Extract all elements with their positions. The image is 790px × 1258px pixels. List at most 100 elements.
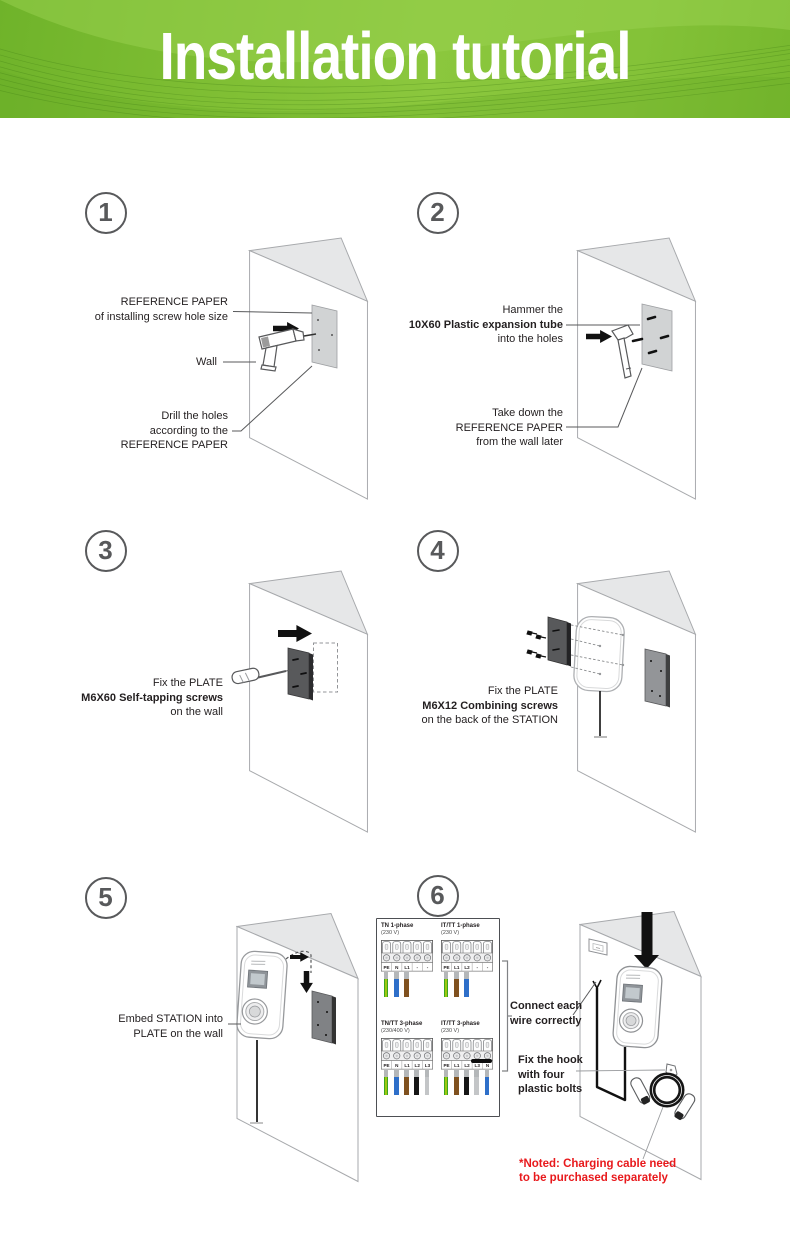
step-6-badge: 6 — [416, 874, 459, 917]
wall-plate-drawing — [644, 648, 670, 708]
svg-text:N: N — [395, 1062, 399, 1067]
step-6-illustration — [502, 910, 702, 1181]
label-line: on the back of the STATION — [421, 714, 558, 727]
wire — [393, 972, 399, 997]
step-4-number: 4 — [430, 535, 445, 565]
label-line: REFERENCE PAPER — [120, 296, 228, 308]
wiring-voltage: (230 V) — [441, 930, 460, 936]
plate-drawing — [287, 647, 313, 701]
wire-row — [441, 1070, 493, 1096]
screw-hole-dots — [598, 633, 625, 676]
step-2-badge: 2 — [416, 191, 459, 234]
svg-text:L3: L3 — [425, 1062, 431, 1067]
reference-paper-drawing — [311, 304, 338, 369]
header-banner: Installation tutorial — [0, 0, 790, 118]
label-line-bold: wire correctly — [510, 1014, 582, 1027]
step-3-badge: 3 — [84, 529, 127, 572]
svg-text:-: - — [416, 964, 418, 969]
wire-row — [441, 972, 493, 998]
svg-text:-: - — [476, 964, 478, 969]
take-down-paper-label: Take down the REFERENCE PAPER from the w… — [456, 406, 563, 450]
station-cable-drawing — [594, 691, 607, 738]
note-leader-line — [642, 1106, 664, 1160]
svg-text:L1: L1 — [404, 964, 410, 969]
label-line: Drill the holes — [161, 410, 228, 422]
wire — [424, 1070, 430, 1095]
combining-plate-drawing — [547, 616, 571, 667]
embed-station-label: Embed STATION into PLATE on the wall — [118, 1012, 223, 1041]
screwdriver-drawing — [231, 667, 293, 685]
station-drawing — [612, 965, 663, 1049]
step-3-panel: 3 Fix the P — [60, 515, 390, 845]
step-5-panel: 5 — [60, 855, 390, 1205]
svg-text:L2: L2 — [415, 1062, 421, 1067]
label-line: Wall — [196, 356, 217, 368]
label-line: from the wall later — [476, 436, 563, 449]
wire — [474, 1070, 479, 1095]
leader-lines — [223, 311, 313, 432]
drill-holes-dots — [317, 319, 333, 351]
station-cable-drawing — [250, 1040, 263, 1124]
fix-plate-station-label: Fix the PLATE M6X12 Combining screws on … — [421, 684, 558, 728]
label-line: REFERENCE PAPER — [455, 421, 563, 434]
step-6-number: 6 — [430, 880, 445, 910]
label-line: on the wall — [170, 706, 223, 719]
fix-plate-label: Fix the PLATE M6X60 Self-tapping screws … — [81, 676, 223, 720]
wiring-title: IT/TT 1-phase — [441, 923, 480, 929]
wire — [404, 1070, 409, 1095]
step-5-badge: 5 — [84, 876, 127, 919]
svg-text:N: N — [395, 964, 399, 969]
svg-text:L1: L1 — [454, 1062, 460, 1067]
wire — [393, 1070, 399, 1095]
expansion-tubes-drawing — [631, 315, 670, 355]
label-line-bold: M6X60 Self-tapping screws — [81, 691, 223, 704]
wall-label: Wall — [196, 355, 217, 370]
movement-dashed-path — [285, 950, 312, 973]
wall-drawing — [577, 237, 696, 500]
note-line: *Noted: Charging cable need — [519, 1158, 677, 1170]
step-5-illustration — [228, 912, 359, 1183]
note-line: to be purchased separately — [519, 1171, 668, 1184]
wall-drawing — [249, 570, 368, 833]
wiring-title: IT/TT 3-phase — [441, 1021, 480, 1027]
hook-leader-line — [575, 1069, 666, 1072]
svg-text:-: - — [487, 964, 489, 969]
label-line: into the holes — [497, 333, 563, 346]
wall-plate-drawing — [311, 990, 336, 1045]
svg-text:N: N — [486, 1062, 490, 1067]
label-line: REFERENCE PAPER — [120, 439, 228, 452]
label-line: PLATE on the wall — [133, 1027, 223, 1040]
wiring-panel-bracket — [502, 960, 509, 1072]
connect-leader-line — [572, 981, 597, 1016]
step-4-badge: 4 — [416, 529, 459, 572]
step-1-illustration — [223, 237, 368, 500]
wiring-title: TN 1-phase — [381, 923, 414, 929]
connect-wire-label: Connect each wire correctly — [510, 999, 582, 1028]
wire-pe — [443, 1070, 449, 1095]
drill-drawing — [258, 328, 317, 372]
svg-text:L3: L3 — [475, 1062, 481, 1067]
step-4-panel: 4 — [390, 515, 730, 845]
label-line: Fix the PLATE — [487, 685, 558, 697]
screw-alignment-dashed-lines — [570, 624, 624, 675]
step-3-illustration — [231, 570, 368, 833]
wiring-voltage: (230/400 V) — [381, 1028, 410, 1034]
step-1-panel: 1 REFERENCE PAPER — [60, 180, 390, 510]
plate-position-dashed-outline — [313, 642, 338, 693]
wire-pe — [383, 972, 389, 997]
wall-socket-drawing — [588, 938, 608, 956]
charging-connector-left — [630, 1077, 651, 1105]
label-line: Hammer the — [502, 304, 563, 316]
label-line-bold: Fix the hook — [518, 1054, 583, 1066]
label-line: Embed STATION into — [118, 1013, 223, 1025]
page-title: Installation tutorial — [159, 18, 632, 94]
